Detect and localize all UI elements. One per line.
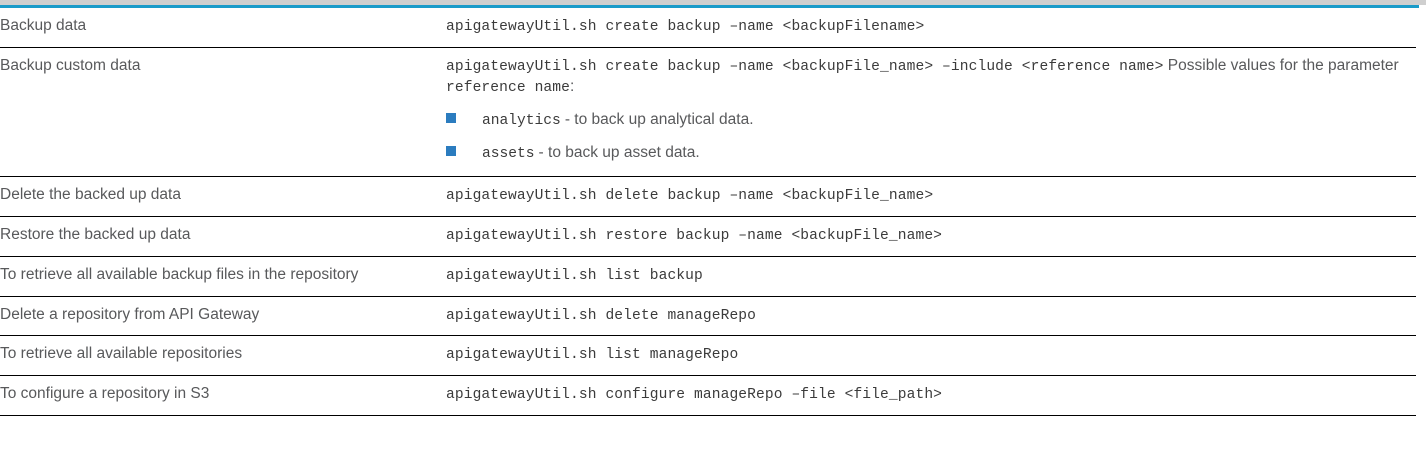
table-row: To retrieve all available repositories ap… [0, 336, 1416, 376]
command-text: apigatewayUtil.sh restore backup –name <… [446, 228, 943, 245]
parameter-value-description: - to back up analytical data. [564, 111, 754, 129]
command-text: apigatewayUtil.sh create backup –name <b… [446, 58, 1164, 75]
list-item: analytics- to back up analytical data. [446, 110, 1416, 132]
table-row: Backup data apigatewayUtil.sh create back… [0, 8, 1416, 48]
row-command-cell: apigatewayUtil.sh delete manageRepo [446, 296, 1416, 336]
command-text: apigatewayUtil.sh list backup [446, 267, 703, 284]
top-accent-rule [0, 5, 1419, 8]
parameter-value-description: - to back up asset data. [538, 143, 700, 161]
command-text: apigatewayUtil.sh create backup –name <b… [446, 19, 925, 35]
command-text: apigatewayUtil.sh configure manageRepo –… [446, 386, 943, 403]
row-command-cell: apigatewayUtil.sh list manageRepo [446, 336, 1416, 376]
row-command-cell: apigatewayUtil.sh create backup –name <b… [446, 47, 1416, 177]
top-decorative-band [0, 0, 1426, 5]
table-row: Delete the backed up data apigatewayUtil.… [0, 177, 1416, 217]
square-bullet-icon [446, 145, 456, 156]
command-reference-table: Backup data apigatewayUtil.sh create back… [0, 8, 1416, 416]
table-row: To retrieve all available backup files i… [0, 256, 1416, 296]
parameter-value-name: assets [482, 145, 535, 162]
command-text: apigatewayUtil.sh delete manageRepo [446, 307, 757, 324]
parameter-value-list: analytics- to back up analytical data. as… [446, 110, 1416, 164]
table-row: To configure a repository in S3 apigatewa… [0, 375, 1416, 416]
square-bullet-icon [446, 113, 456, 124]
command-note-code: reference name [446, 80, 571, 97]
table-row: Restore the backed up data apigatewayUtil… [0, 217, 1416, 257]
command-reference-table-wrapper: Backup data apigatewayUtil.sh create back… [0, 8, 1416, 416]
row-command-cell: apigatewayUtil.sh configure manageRepo –… [446, 375, 1416, 415]
row-description-cell: Delete the backed up data [0, 186, 181, 204]
row-description-cell: Backup custom data [0, 56, 141, 74]
row-command-cell: apigatewayUtil.sh list backup [446, 256, 1416, 296]
row-description-cell: Restore the backed up data [0, 226, 191, 244]
row-description-cell: Backup data [0, 17, 87, 34]
command-note-suffix: : [570, 78, 575, 96]
command-text: apigatewayUtil.sh delete backup –name <b… [446, 188, 934, 205]
command-text: apigatewayUtil.sh list manageRepo [446, 347, 739, 364]
parameter-value-name: analytics [482, 113, 561, 130]
table-row: Delete a repository from API Gateway apig… [0, 296, 1416, 336]
row-description-cell: To retrieve all available repositories [0, 345, 243, 363]
row-command-cell: apigatewayUtil.sh restore backup –name <… [446, 217, 1416, 257]
table-row: Backup custom data apigatewayUtil.sh crea… [0, 47, 1416, 177]
row-description-cell: To configure a repository in S3 [0, 384, 210, 402]
row-command-cell: apigatewayUtil.sh delete backup –name <b… [446, 177, 1416, 217]
row-description-cell: Delete a repository from API Gateway [0, 305, 260, 323]
row-description-cell: To retrieve all available backup files i… [0, 265, 359, 283]
row-command-cell: apigatewayUtil.sh create backup –name <b… [446, 8, 1416, 47]
command-note-prefix: Possible values for the parameter [1163, 56, 1399, 74]
list-item: assets- to back up asset data. [446, 143, 1416, 165]
